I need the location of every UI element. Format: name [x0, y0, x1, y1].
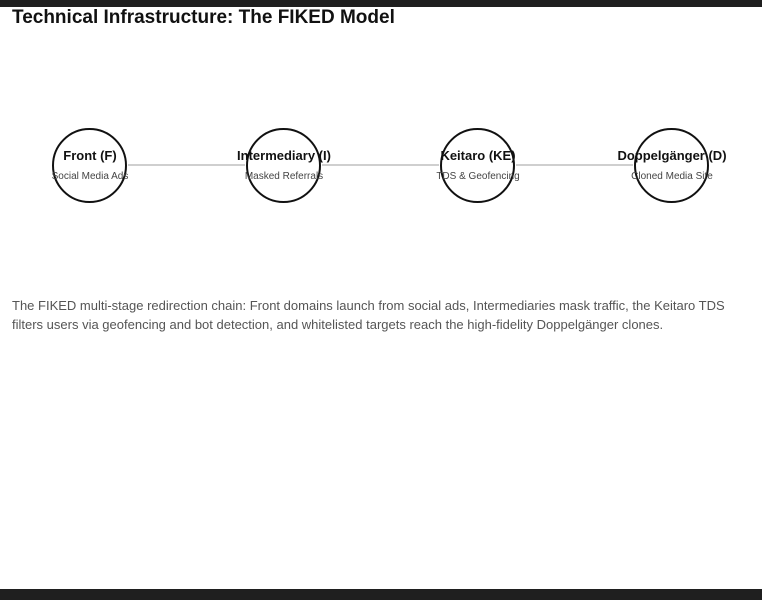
node-intermediary-sublabel: Masked Referrals — [244, 171, 324, 182]
connector-front-intermediary — [128, 164, 245, 166]
node-front-circle — [52, 128, 127, 203]
page-title: Technical Infrastructure: The FIKED Mode… — [12, 7, 395, 28]
diagram-caption: The FIKED multi-stage redirection chain:… — [12, 298, 725, 332]
connector-keitaro-doppelganger — [516, 164, 633, 166]
bottom-bar — [0, 589, 762, 600]
node-keitaro-circle — [440, 128, 515, 203]
node-doppelganger-circle — [634, 128, 709, 203]
node-keitaro-label: Keitaro (KE) — [440, 148, 516, 163]
node-front-label: Front (F) — [63, 148, 117, 163]
node-doppelganger-sublabel: Cloned Media Site — [631, 171, 713, 182]
node-intermediary-label: Intermediary (I) — [237, 148, 331, 163]
connector-intermediary-keitaro — [322, 164, 439, 166]
top-bar — [0, 0, 762, 7]
node-doppelganger-label: Doppelgänger (D) — [617, 148, 727, 163]
node-intermediary-circle — [246, 128, 321, 203]
node-keitaro-sublabel: TDS & Geofencing — [436, 171, 520, 182]
node-front-sublabel: Social Media Ads — [51, 171, 129, 182]
